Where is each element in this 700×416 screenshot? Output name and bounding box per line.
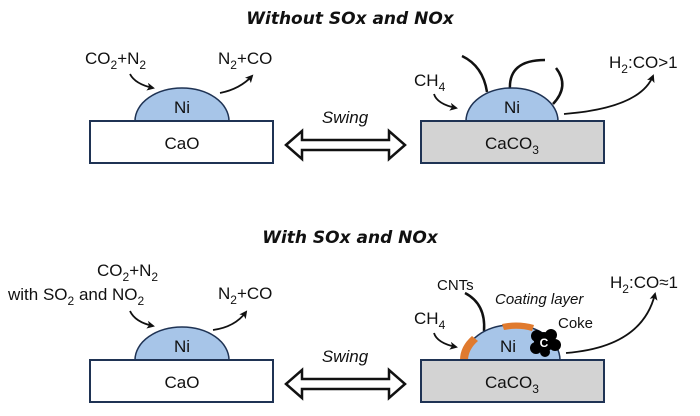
cao-support <box>89 359 274 403</box>
cnt-filament-icon <box>552 67 564 105</box>
bottom-right-catalyst: C Ni CaCO3 <box>420 291 605 403</box>
cao-label: CaO <box>165 373 200 392</box>
ni-label: Ni <box>174 337 190 356</box>
cnt-filament-icon <box>461 54 489 93</box>
input-arrow <box>433 332 458 350</box>
bottom-left-input-line1: CO2+N2 <box>97 261 158 284</box>
ni-label: Ni <box>504 98 520 117</box>
ni-label: Ni <box>174 98 190 117</box>
caco3-support <box>420 120 605 164</box>
top-left-input-label: CO2+N2 <box>85 49 146 72</box>
caco3-support <box>420 359 605 403</box>
bottom-right-output-label: H2:CO≈1 <box>610 273 678 296</box>
top-left-catalyst: Ni CaO <box>89 87 274 164</box>
output-arrow <box>212 310 248 331</box>
cnt-filament-icon <box>464 291 486 332</box>
output-arrow <box>565 292 658 354</box>
coating-layer-top <box>502 322 534 331</box>
cao-label: CaO <box>165 134 200 153</box>
cnt-filament-icon <box>508 58 546 91</box>
output-arrow <box>563 74 655 115</box>
input-arrow <box>129 73 155 91</box>
bottom-left-input-line2: with SO2 and NO2 <box>7 285 145 308</box>
bottom-swing-label: Swing <box>322 347 369 366</box>
swing-double-arrow <box>284 128 407 162</box>
coating-layer-label: Coating layer <box>495 291 584 308</box>
ni-particle <box>134 326 230 361</box>
input-arrow <box>129 310 155 329</box>
caco3-label: CaCO3 <box>485 134 539 157</box>
ni-label: Ni <box>500 337 516 356</box>
ni-particle <box>134 87 230 122</box>
bottom-left-catalyst: Ni CaO <box>89 326 274 403</box>
cao-support <box>89 120 274 164</box>
top-right-output-label: H2:CO>1 <box>609 53 678 76</box>
caco3-label: CaCO3 <box>485 373 539 396</box>
coating-layer-left <box>460 336 478 360</box>
ni-particle <box>465 87 559 122</box>
output-arrow <box>219 74 254 94</box>
swing-double-arrow <box>284 367 407 401</box>
top-swing-label: Swing <box>322 108 369 127</box>
bottom-right-input-label: CH4 <box>414 309 446 332</box>
input-arrow <box>433 93 458 111</box>
coke-particle: C <box>530 329 561 357</box>
coke-label: Coke <box>558 315 593 332</box>
top-title: Without SOx and NOx <box>246 9 455 29</box>
top-left-output-label: N2+CO <box>218 49 272 72</box>
bottom-left-output-label: N2+CO <box>218 284 272 307</box>
cnts-label: CNTs <box>437 277 474 294</box>
top-right-catalyst: Ni CaCO3 <box>420 54 605 164</box>
top-right-input-label: CH4 <box>414 71 446 94</box>
bottom-title: With SOx and NOx <box>262 228 439 248</box>
coke-symbol: C <box>540 336 549 350</box>
